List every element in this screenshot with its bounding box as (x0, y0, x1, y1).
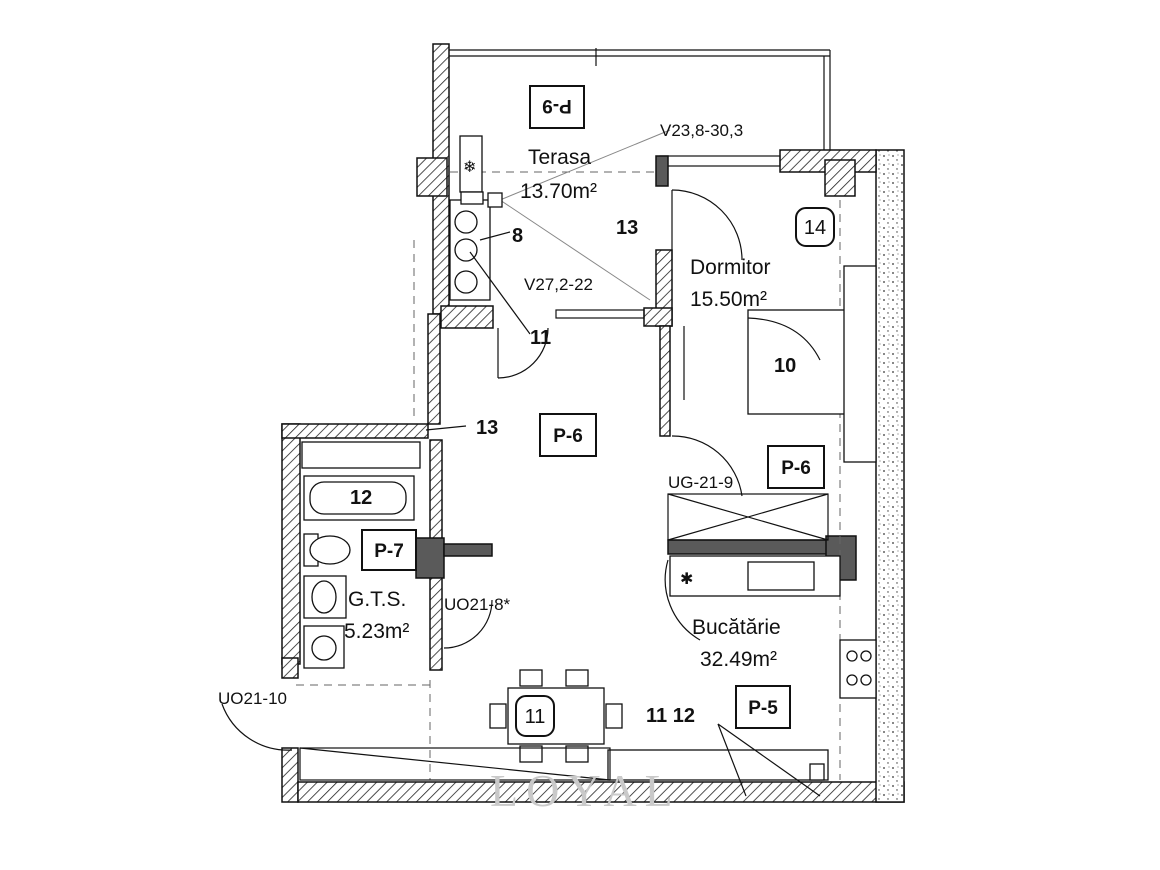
circled-box-14 (795, 207, 835, 247)
wardrobe-diagonal (299, 747, 611, 781)
bathroom-name: G.T.S. (348, 588, 406, 611)
bathroom-area: 5.23m² (344, 620, 409, 643)
number-13-terrace: 13 (616, 217, 638, 239)
code-door-bath: UO21-8* (444, 595, 511, 614)
bed (747, 265, 877, 463)
fan-icon: ✱ (680, 571, 693, 588)
code-window-terrace: V23,8-30,3 (660, 121, 743, 140)
tag-p6-bedroom: P-6 (781, 458, 811, 479)
number-13-hall: 13 (476, 417, 498, 439)
tag-p7: P-7 (374, 541, 404, 562)
watermark-text: LOYAL (490, 765, 681, 816)
walls (281, 43, 905, 803)
circled-14: 14 (804, 217, 826, 239)
number-10: 10 (774, 355, 796, 377)
ac-unit-icon: ❄ (463, 159, 476, 176)
bedroom-area: 15.50m² (690, 288, 767, 311)
wardrobe (299, 747, 611, 781)
circled-11: 11 (525, 706, 546, 728)
kitchen-name: Bucătărie (692, 616, 781, 639)
number-8: 8 (512, 225, 523, 247)
tag-box-p7 (361, 529, 417, 571)
tag-p9: P-9 (542, 95, 572, 116)
circled-box-11 (515, 695, 555, 737)
terrace-outline (433, 48, 831, 150)
tag-p6-living: P-6 (553, 426, 583, 447)
tag-box-p9 (529, 85, 585, 129)
terrace-area: 13.70m² (520, 180, 597, 203)
doors (221, 189, 743, 751)
number-12-bath: 12 (350, 487, 372, 509)
kitchen-fixtures (607, 555, 877, 781)
terrace-name: Terasa (528, 146, 591, 169)
code-door-bedroom: UG-21-9 (668, 473, 733, 492)
number-11-hall: 11 (530, 327, 551, 349)
tag-box-p6-living (539, 413, 597, 457)
tag-box-p6-bedroom (767, 445, 825, 489)
kitchen-area: 32.49m² (700, 648, 777, 671)
leader-lines (425, 231, 821, 797)
number-11-12: 11 12 (646, 705, 695, 727)
ventilation-shaft (449, 135, 503, 301)
code-window-hall: V27,2-22 (524, 275, 593, 294)
bathroom-fixtures (301, 441, 421, 669)
bedroom-name: Dormitor (690, 256, 771, 279)
tag-p5: P-5 (748, 698, 778, 719)
code-door-entry: UO21-10 (218, 689, 287, 708)
tag-box-p5 (735, 685, 791, 729)
